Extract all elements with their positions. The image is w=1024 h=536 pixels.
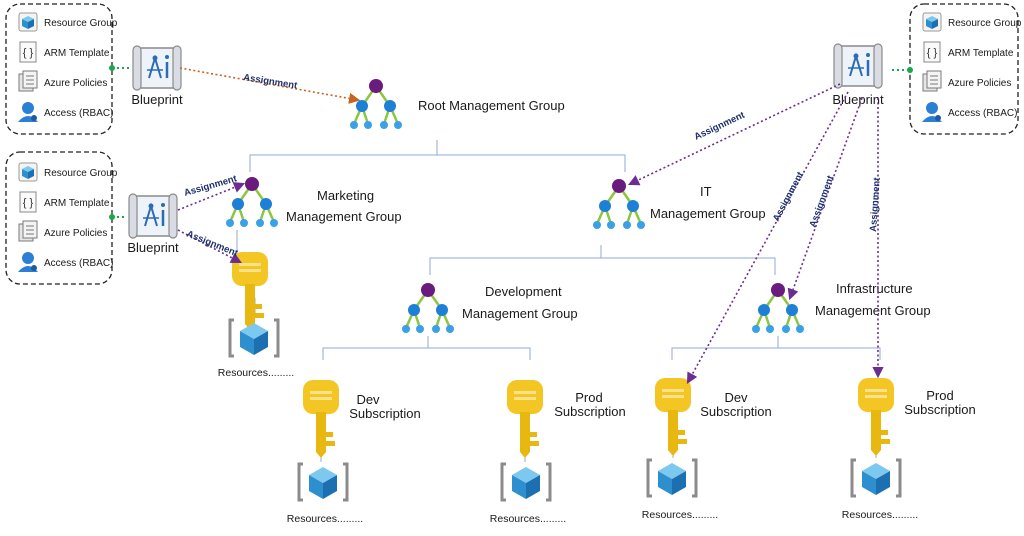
- assignment-arrow-root: [179, 67, 361, 104]
- artifact-arm-template: ARM Template: [948, 48, 1014, 59]
- link-dot: [907, 67, 913, 73]
- policy-icon: [922, 70, 942, 92]
- subscription-label: Prod: [575, 390, 602, 405]
- resource-group-icon: [18, 162, 38, 182]
- subscription-label: Dev: [356, 392, 380, 407]
- resource-cube-icon: [500, 462, 552, 502]
- subscription-label-2: Subscription: [554, 404, 626, 419]
- marketing-subscription: [232, 252, 268, 330]
- artifact-resource-group: Resource Group: [44, 168, 118, 179]
- resources-label: Resources.........: [218, 367, 294, 379]
- development-mg-label-2: Management Group: [462, 306, 578, 321]
- resource-cube-icon: [228, 318, 280, 358]
- infrastructure-mg-label-2: Management Group: [815, 303, 931, 318]
- resources-marketing: Resources.........: [218, 318, 294, 379]
- blueprint-top-left: Blueprint: [131, 44, 183, 107]
- link-dot: [109, 65, 115, 71]
- assignment-label: Assignment: [243, 72, 299, 92]
- artifact-azure-policies: Azure Policies: [44, 78, 107, 89]
- resources-dev: Resources.........: [287, 462, 363, 525]
- artifact-arm-template: ARM Template: [44, 198, 110, 209]
- assignment-arrows: [177, 67, 884, 384]
- subscription-label-2: Subscription: [904, 402, 976, 417]
- key-icon: [507, 380, 543, 458]
- development-mg-label: Development: [485, 284, 562, 299]
- prod-subscription-infrastructure: Prod Subscription: [858, 378, 976, 456]
- resources-label: Resources.........: [842, 509, 918, 521]
- assignment-arrow-infra: [787, 97, 863, 301]
- dev-subscription-infrastructure: Dev Subscription: [655, 378, 772, 456]
- assignment-label: Assignment: [807, 173, 836, 229]
- it-management-group: IT Management Group: [591, 177, 766, 231]
- it-mg-label: IT: [700, 184, 712, 199]
- artifact-access-rbac: Access (RBAC): [948, 108, 1017, 119]
- artifact-box-top-left: Resource Group ARM Template Azure Polici…: [5, 3, 118, 135]
- dev-subscription-development: Dev Subscription: [303, 380, 421, 458]
- blueprint-label: Blueprint: [131, 92, 183, 107]
- arm-template-icon: [923, 41, 941, 63]
- blueprint-label: Blueprint: [127, 240, 179, 255]
- blueprint-icon: [131, 44, 183, 92]
- artifact-azure-policies: Azure Policies: [44, 228, 107, 239]
- artifact-box-mid-left: Resource Group ARM Template Azure Polici…: [5, 151, 118, 285]
- blueprint-top-right: Blueprint: [832, 42, 884, 107]
- blueprint-icon: [127, 192, 179, 240]
- marketing-mg-label-2: Management Group: [286, 209, 402, 224]
- resources-label: Resources.........: [287, 513, 363, 525]
- blueprint-icon: [832, 42, 884, 90]
- artifact-box-top-right: Resource Group ARM Template Azure Polici…: [909, 3, 1022, 135]
- assignment-arrow-it: [627, 83, 841, 186]
- management-group-icon: [750, 281, 806, 335]
- resource-group-icon: [922, 12, 942, 32]
- resource-cube-icon: [850, 458, 902, 498]
- resource-group-icon: [18, 12, 38, 32]
- management-group-icon: [348, 77, 404, 131]
- it-mg-label-2: Management Group: [650, 206, 766, 221]
- root-management-group: Root Management Group: [348, 77, 565, 131]
- subscription-label-2: Subscription: [349, 406, 421, 421]
- link-dot: [109, 214, 115, 220]
- arm-template-icon: [19, 41, 37, 63]
- resource-cube-icon: [297, 462, 349, 502]
- artifact-access-rbac: Access (RBAC): [44, 108, 113, 119]
- artifact-arm-template: ARM Template: [44, 48, 110, 59]
- policy-icon: [18, 220, 38, 242]
- resources-infra-prod: Resources.........: [842, 458, 918, 521]
- root-mg-label: Root Management Group: [418, 98, 565, 113]
- management-group-icon: [591, 177, 647, 231]
- key-icon: [655, 378, 691, 456]
- subscription-label: Prod: [926, 388, 953, 403]
- development-management-group: Development Management Group: [400, 281, 578, 335]
- prod-subscription-development: Prod Subscription: [507, 380, 626, 458]
- subscription-label: Dev: [724, 390, 748, 405]
- assignment-label: Assignment: [868, 176, 883, 232]
- resources-label: Resources.........: [490, 513, 566, 525]
- assignment-label: Assignment: [693, 109, 748, 142]
- infrastructure-mg-label: Infrastructure: [836, 281, 913, 296]
- assignment-arrow-dev-sub: [686, 91, 849, 384]
- artifact-resource-group: Resource Group: [948, 18, 1022, 29]
- infrastructure-management-group: Infrastructure Management Group: [750, 281, 931, 335]
- artifact-access-rbac: Access (RBAC): [44, 258, 113, 269]
- key-icon: [858, 378, 894, 456]
- resource-cube-icon: [646, 458, 698, 498]
- assignment-label: Assignment: [185, 229, 240, 260]
- resources-label: Resources.........: [642, 509, 718, 521]
- subscription-label-2: Subscription: [700, 404, 772, 419]
- key-icon: [232, 252, 268, 330]
- artifact-resource-group: Resource Group: [44, 18, 118, 29]
- marketing-mg-label: Marketing: [317, 188, 374, 203]
- assignment-label: Assignment: [771, 169, 807, 223]
- key-icon: [303, 380, 339, 458]
- policy-icon: [18, 70, 38, 92]
- blueprint-mid-left: Blueprint: [127, 192, 179, 255]
- resources-infra-dev: Resources.........: [642, 458, 718, 521]
- artifact-azure-policies: Azure Policies: [948, 78, 1011, 89]
- marketing-management-group: Marketing Management Group: [224, 175, 402, 229]
- assignment-label: Assignment: [183, 173, 239, 199]
- arm-template-icon: [19, 191, 37, 213]
- resources-prod: Resources.........: [490, 462, 566, 525]
- management-group-icon: [400, 281, 456, 335]
